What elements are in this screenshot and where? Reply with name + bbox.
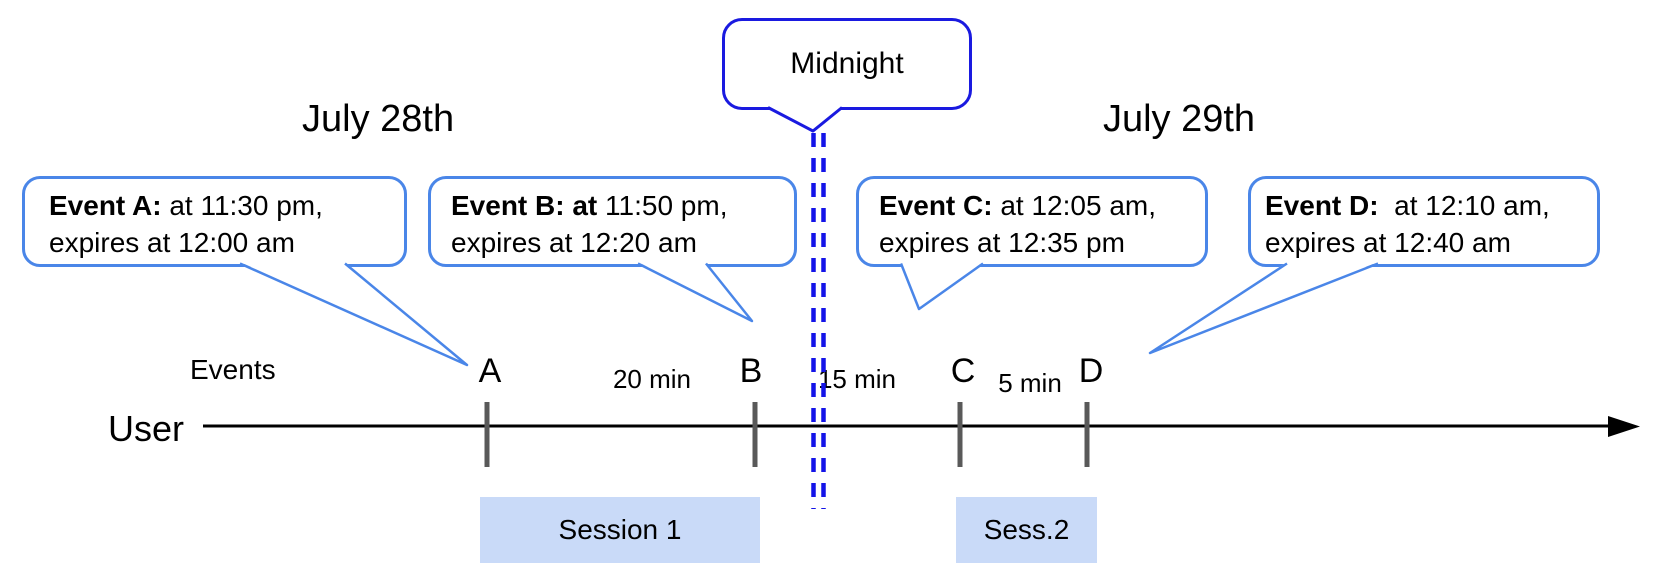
event-b-tail-fill [638, 262, 752, 321]
date-label-july-29: July 29th [1102, 98, 1256, 140]
midnight-callout-tail [767, 106, 843, 133]
date-label-july-28: July 28th [302, 98, 455, 140]
tick-a [484, 402, 490, 467]
event-d-title: Event D: [1265, 190, 1379, 221]
event-d-line2: expires at 12:40 am [1265, 227, 1511, 258]
session-1-box: Session 1 [480, 497, 760, 563]
tick-b [752, 402, 758, 467]
event-d-time: at 12:10 am, [1378, 190, 1550, 221]
event-d-callout: Event D: at 12:10 am, expires at 12:40 a… [1248, 176, 1600, 267]
tick-d [1084, 402, 1090, 467]
event-d-tail [1148, 262, 1379, 355]
event-c-line2: expires at 12:35 pm [879, 227, 1125, 258]
event-b-line1: Event B: at 11:50 pm, [451, 187, 794, 224]
session-1-label: Session 1 [558, 514, 682, 545]
event-c-time: at 12:05 am, [992, 190, 1157, 221]
event-b-callout: Event B: at 11:50 pm, expires at 12:20 a… [428, 176, 797, 267]
tick-c [957, 402, 963, 467]
event-c-title: Event C: [879, 190, 993, 221]
event-a-tail-fill [240, 262, 467, 365]
tick-label-c: C [950, 352, 976, 390]
event-c-tail-fill [901, 262, 983, 309]
tick-label-d: D [1078, 352, 1104, 390]
event-b-line2: expires at 12:20 am [451, 227, 697, 258]
events-axis-label: Events [190, 354, 276, 385]
midnight-label: Midnight [790, 47, 904, 80]
event-b-title: Event B: at [451, 190, 598, 221]
event-b-tail [637, 262, 754, 323]
event-c-tail [899, 262, 984, 311]
event-a-callout: Event A: at 11:30 pm, expires at 12:00 a… [22, 176, 407, 267]
event-a-tail [239, 262, 469, 367]
interval-label-15min: 15 min [817, 364, 897, 394]
event-c-callout: Event C: at 12:05 am, expires at 12:35 p… [856, 176, 1208, 267]
session-2-label: Sess.2 [983, 514, 1070, 545]
midnight-callout: Midnight [722, 18, 972, 110]
timeline-arrowhead-icon [1608, 416, 1640, 437]
interval-label-5min: 5 min [998, 368, 1062, 398]
event-a-title: Event A: [49, 190, 162, 221]
event-a-time: at 11:30 pm, [161, 190, 323, 221]
event-a-line1: Event A: at 11:30 pm, [49, 187, 404, 224]
tick-label-b: B [739, 352, 763, 390]
event-d-tail-fill [1150, 262, 1378, 353]
event-c-line1: Event C: at 12:05 am, [879, 187, 1205, 224]
event-b-time: 11:50 pm, [597, 190, 728, 221]
session-2-box: Sess.2 [956, 497, 1097, 563]
event-a-line2: expires at 12:00 am [49, 227, 295, 258]
user-axis-label: User [108, 408, 185, 449]
tick-label-a: A [478, 352, 502, 390]
event-d-line1: Event D: at 12:10 am, [1265, 187, 1597, 224]
interval-label-20min: 20 min [612, 364, 692, 394]
